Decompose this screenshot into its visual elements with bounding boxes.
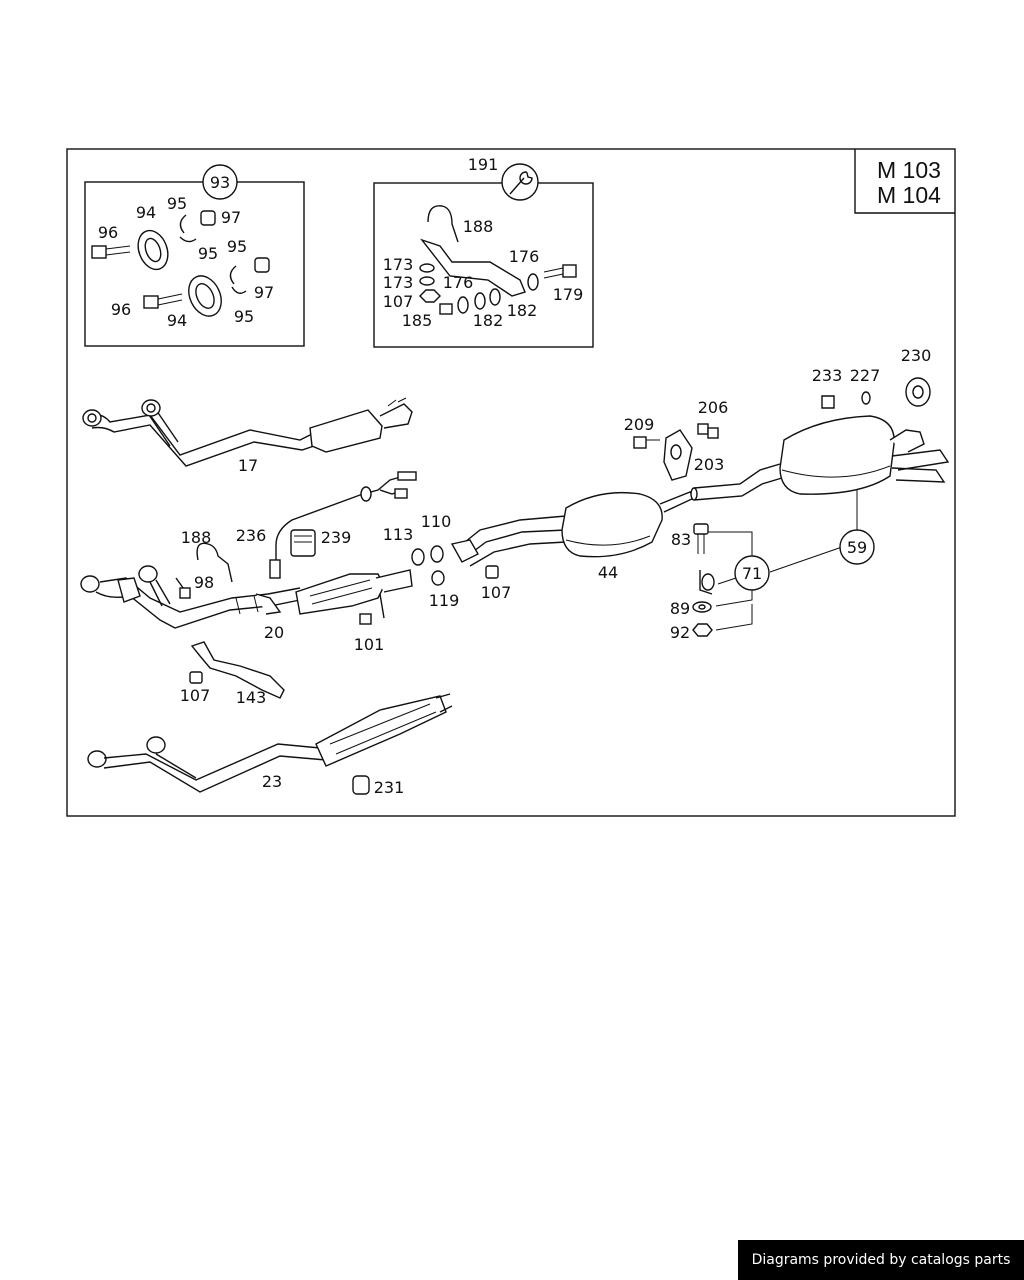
washer-89-icon <box>692 601 712 613</box>
label-83: 83 <box>671 530 691 549</box>
kit-93-box: 93 94 95 96 97 95 95 96 94 97 <box>84 164 305 347</box>
kit-93-label-96b: 96 <box>111 300 131 319</box>
bracket-143-icon <box>189 641 285 699</box>
label-206: 206 <box>698 398 729 417</box>
kit-191-number: 191 <box>468 155 499 174</box>
kit-191-label-185: 185 <box>402 311 433 330</box>
kit-93-label-94a: 94 <box>136 203 156 222</box>
label-98: 98 <box>194 573 214 592</box>
kit-93-number: 93 <box>210 173 230 192</box>
label-71: 71 <box>742 564 762 583</box>
label-92: 92 <box>670 623 690 642</box>
callout-lines <box>708 490 858 631</box>
intermediate-pipe-icon <box>450 515 567 567</box>
kit-93-label-95a: 95 <box>167 194 187 213</box>
rear-muffler-59-icon <box>690 415 950 501</box>
bolt-83-icon <box>693 523 709 554</box>
engine-code-1: M 103 <box>877 157 941 183</box>
oxygen-sensor-icon <box>269 471 417 579</box>
bracket-icon <box>420 205 526 297</box>
label-227: 227 <box>850 366 881 385</box>
label-101: 101 <box>354 635 385 654</box>
label-107-a: 107 <box>481 583 512 602</box>
label-113: 113 <box>383 525 414 544</box>
front-pipe-17-icon <box>82 397 413 467</box>
gasket-icon <box>137 229 222 317</box>
washer-icon <box>419 263 539 314</box>
hanger-203-icon <box>633 423 719 481</box>
hanger-231-icon <box>352 775 370 795</box>
kit-93-label-95c: 95 <box>227 237 247 256</box>
kit-93-label-94b: 94 <box>167 311 187 330</box>
center-muffler-44-icon <box>561 491 696 558</box>
kit-191-label-182a: 182 <box>473 311 504 330</box>
kit-191-label-176a: 176 <box>509 247 540 266</box>
kit-191-label-179: 179 <box>553 285 584 304</box>
kit-93-label-95b: 95 <box>198 244 218 263</box>
kit-191-label-176b: 176 <box>443 273 474 292</box>
label-89: 89 <box>670 599 690 618</box>
kit-191-label-107: 107 <box>383 292 414 311</box>
gasket-ring-icon <box>411 545 445 586</box>
kit-93-label-96a: 96 <box>98 223 118 242</box>
label-143: 143 <box>236 688 267 707</box>
label-17: 17 <box>238 456 258 475</box>
label-236: 236 <box>236 526 267 545</box>
wrench-icon <box>509 171 533 195</box>
connector-239-icon <box>290 529 316 557</box>
kit-93-label-97a: 97 <box>221 208 241 227</box>
label-20: 20 <box>264 623 284 642</box>
kit-191-label-173a: 173 <box>383 255 414 274</box>
front-pipe-20-icon <box>80 565 413 629</box>
front-pipe-23-icon <box>87 693 453 793</box>
label-23: 23 <box>262 772 282 791</box>
label-110: 110 <box>421 512 452 531</box>
label-107-b: 107 <box>180 686 211 705</box>
label-230: 230 <box>901 346 932 365</box>
label-59: 59 <box>847 538 867 557</box>
nut-107-icon <box>485 565 499 579</box>
label-119: 119 <box>429 591 460 610</box>
label-233: 233 <box>812 366 843 385</box>
kit-93-label-97b: 97 <box>254 283 274 302</box>
kit-191-label-182b: 182 <box>507 301 538 320</box>
label-231: 231 <box>374 778 405 797</box>
bolt-icon <box>91 245 183 309</box>
label-188: 188 <box>181 528 212 547</box>
engine-code-2: M 104 <box>877 182 941 208</box>
bolt-101-icon <box>359 613 372 625</box>
diagram-frame <box>66 148 956 817</box>
label-44: 44 <box>598 563 618 582</box>
clamp-half-icon <box>179 210 270 294</box>
credit-banner: Diagrams provided by catalogs parts <box>738 1240 1024 1280</box>
kit-191-box: 191 188 176 173 173 176 107 179 185 182 <box>373 155 594 348</box>
bolt-icon <box>543 264 577 279</box>
clamp-71-icon <box>699 570 715 595</box>
rubber-mount-icon <box>821 377 931 409</box>
label-239: 239 <box>321 528 352 547</box>
nut-92-icon <box>692 623 713 637</box>
kit-191-label-188: 188 <box>463 217 494 236</box>
kit-191-label-173b: 173 <box>383 273 414 292</box>
label-203: 203 <box>694 455 725 474</box>
label-209: 209 <box>624 415 655 434</box>
bracket-188-icon <box>196 542 233 583</box>
stud-98-icon <box>175 577 191 599</box>
nut-icon <box>419 289 453 315</box>
engine-code-box: M 103 M 104 <box>854 149 955 214</box>
kit-93-label-95d: 95 <box>234 307 254 326</box>
